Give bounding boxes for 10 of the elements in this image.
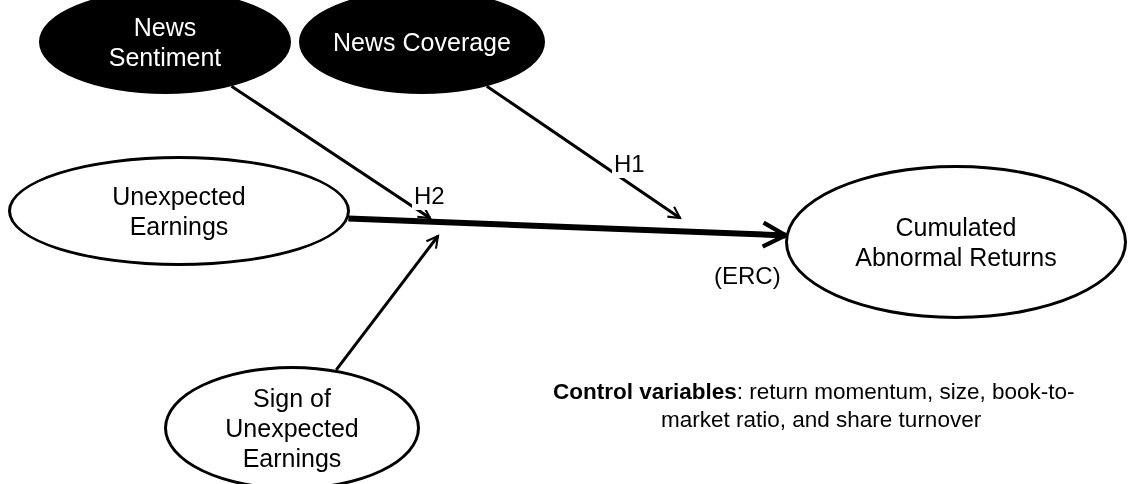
node-label: Unexpected Earnings [111,181,247,241]
node-label: Cumulated Abnormal Returns [854,212,1058,272]
arrow [485,84,682,220]
node-label: Sign of Unexpected Earnings [224,383,360,473]
note-text: Control variables: return momentum, size, book-to-market ratio, and share turnover [553,378,1076,435]
arrow [335,234,440,371]
arrow [230,84,432,220]
arrow [348,215,788,249]
node-label: News Sentiment [107,12,223,72]
node-label: News Coverage [332,27,512,57]
